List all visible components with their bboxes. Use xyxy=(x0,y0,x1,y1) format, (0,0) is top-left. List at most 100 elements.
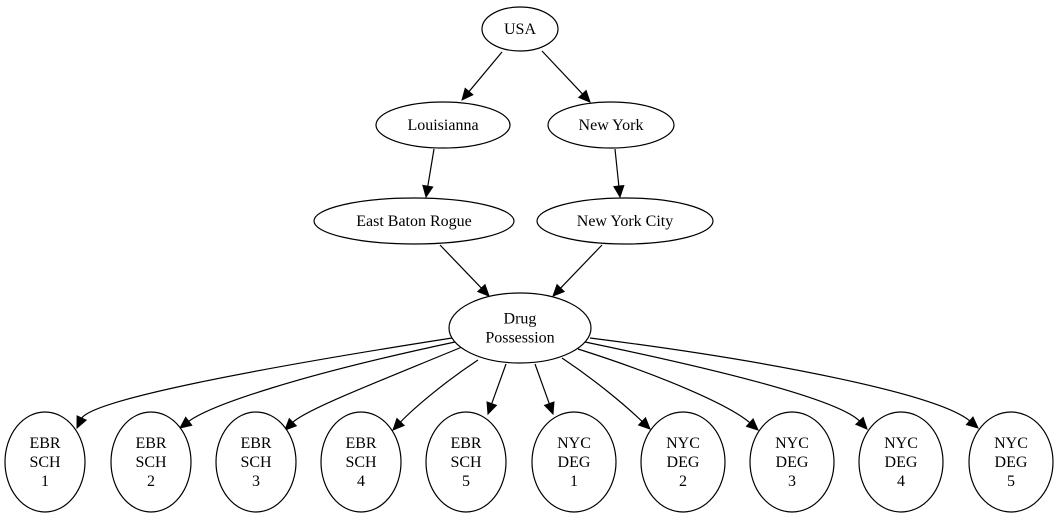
edge-line xyxy=(490,363,507,405)
edge-drug_possession-to-ebr_sch_3 xyxy=(284,346,463,431)
node-label: 3 xyxy=(788,473,796,490)
arrowhead xyxy=(476,283,490,297)
node-ellipse xyxy=(110,411,192,513)
edge-drug_possession-to-nyc_deg_1 xyxy=(534,363,555,416)
arrowhead xyxy=(577,89,591,103)
node-ellipse xyxy=(968,411,1054,513)
edge-east_baton_rouge-to-drug_possession xyxy=(439,244,490,297)
node-ebr-sch-3: EBR SCH 3 xyxy=(215,411,297,513)
node-label: 1 xyxy=(570,473,578,490)
node-ellipse xyxy=(313,197,515,245)
node-usa: USA xyxy=(481,6,559,52)
arrowhead xyxy=(637,416,651,430)
node-label: SCH xyxy=(240,454,272,471)
node-ellipse xyxy=(749,411,835,513)
arrowhead xyxy=(76,415,88,430)
edge-drug_possession-to-ebr_sch_1 xyxy=(76,337,453,430)
edge-new_york-to-new_york_city xyxy=(613,148,625,199)
edge-drug_possession-to-ebr_sch_2 xyxy=(179,341,456,429)
edge-line xyxy=(427,148,435,188)
node-ellipse xyxy=(481,6,559,52)
edge-line xyxy=(561,357,644,423)
edge-line xyxy=(399,359,479,424)
node-ellipse xyxy=(425,411,507,513)
node-ellipse xyxy=(320,411,402,513)
node-label: EBR xyxy=(345,435,376,452)
node-label: EBR xyxy=(240,435,271,452)
node-ellipse xyxy=(4,411,86,513)
node-label: DEG xyxy=(558,454,591,471)
edge-drug_possession-to-ebr_sch_5 xyxy=(486,363,507,416)
node-label: 5 xyxy=(462,473,470,490)
node-label: New York City xyxy=(577,213,673,230)
node-east-baton-rouge: East Baton Rogue xyxy=(313,197,515,245)
arrowhead xyxy=(179,416,193,429)
edge-usa-to-new_york xyxy=(541,50,591,103)
edge-drug_possession-to-nyc_deg_4 xyxy=(584,341,868,430)
node-ellipse xyxy=(375,101,511,149)
arrowhead xyxy=(486,401,498,416)
arrowhead xyxy=(965,416,979,429)
edge-drug_possession-to-nyc_deg_2 xyxy=(561,357,651,430)
node-label: USA xyxy=(504,21,536,38)
edge-louisianna-to-east_baton_rouge xyxy=(422,148,435,199)
edge-line xyxy=(614,148,620,188)
node-ellipse xyxy=(215,411,297,513)
node-label: 1 xyxy=(41,473,49,490)
node-label: NYC xyxy=(666,435,700,452)
edge-usa-to-louisianna xyxy=(461,51,503,101)
node-label: New York xyxy=(579,117,644,134)
edge-drug_possession-to-nyc_deg_5 xyxy=(589,337,979,429)
arrowhead xyxy=(854,416,868,430)
node-label: 5 xyxy=(1007,473,1015,490)
node-label: Louisianna xyxy=(407,117,478,134)
node-label: SCH xyxy=(345,454,377,471)
node-ellipse xyxy=(536,197,714,245)
edge-line xyxy=(291,346,463,424)
node-label: EBR xyxy=(135,435,166,452)
node-label: NYC xyxy=(884,435,918,452)
node-label: DEG xyxy=(995,454,1028,471)
node-label: 3 xyxy=(252,473,260,490)
node-label: SCH xyxy=(450,454,482,471)
node-label: Possession xyxy=(485,330,554,347)
node-ellipse xyxy=(640,411,726,513)
edge-line xyxy=(541,50,584,96)
node-new-york-city: New York City xyxy=(536,197,714,245)
edge-drug_possession-to-ebr_sch_4 xyxy=(392,359,479,431)
edge-line xyxy=(534,363,551,405)
node-new-york: New York xyxy=(547,101,675,149)
node-label: DEG xyxy=(667,454,700,471)
node-label: 4 xyxy=(357,473,365,490)
node-ellipse xyxy=(448,292,592,364)
edge-line xyxy=(584,341,861,423)
arrowhead xyxy=(613,184,625,199)
arrowhead xyxy=(284,417,298,431)
node-nyc-deg-1: NYC DEG 1 xyxy=(531,411,617,513)
node-label: 2 xyxy=(147,473,155,490)
edge-line xyxy=(559,244,603,290)
edge-line xyxy=(187,341,456,423)
arrowhead xyxy=(552,283,566,297)
arrowhead xyxy=(745,418,759,431)
edge-line xyxy=(577,348,751,424)
node-label: NYC xyxy=(557,435,591,452)
arrowhead xyxy=(392,417,406,431)
node-louisianna: Louisianna xyxy=(375,101,511,149)
edge-drug_possession-to-nyc_deg_3 xyxy=(577,348,759,431)
node-label: 4 xyxy=(897,473,905,490)
edge-line xyxy=(80,337,453,420)
edge-line xyxy=(439,244,483,290)
edge-line xyxy=(467,51,503,93)
arrowhead xyxy=(461,87,474,101)
edges-layer xyxy=(76,50,979,431)
node-label: Drug xyxy=(504,311,537,328)
node-ebr-sch-4: EBR SCH 4 xyxy=(320,411,402,513)
node-ellipse xyxy=(547,101,675,149)
